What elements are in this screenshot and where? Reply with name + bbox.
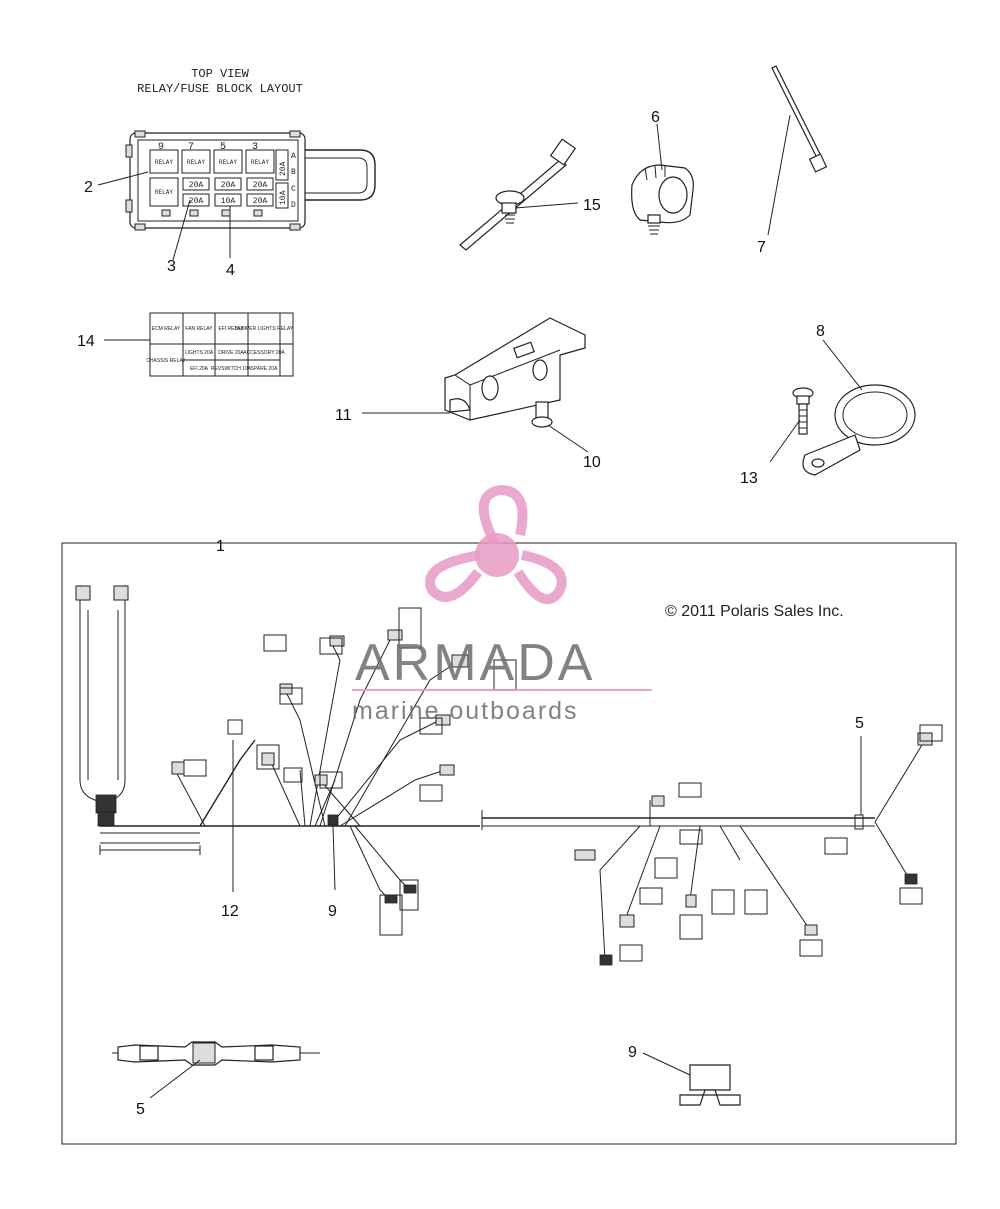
block-number-3: 3 [252, 142, 258, 153]
part-13-bolt [792, 387, 814, 435]
block-number-9: 9 [158, 142, 164, 153]
part-6-clip [631, 164, 694, 235]
callout-8: 8 [816, 323, 825, 340]
callout-4: 4 [226, 262, 235, 279]
side-letter-d: D [291, 201, 296, 210]
card-cell: SPARE 20A [251, 366, 279, 372]
part-8-clamp [802, 384, 916, 476]
callout-2: 2 [84, 179, 93, 196]
fuse-label: 20A [253, 197, 268, 206]
callout-1: 1 [216, 538, 225, 555]
callout-6: 6 [651, 109, 660, 126]
title-line-1: TOP VIEW [191, 67, 249, 81]
card-cell: LIGHTS 20A [185, 350, 214, 356]
watermark-tagline: marine outboards [352, 697, 579, 725]
callout-13: 13 [740, 470, 758, 487]
fuse-label: 10A [221, 197, 236, 206]
block-number-7: 7 [188, 142, 194, 153]
part-7-cable-tie [771, 65, 828, 173]
side-letter-b: B [291, 168, 296, 177]
relay-fuse-block: 9 7 5 3 RELAY RELAY RELAY RELAY RELAY 20… [125, 130, 376, 231]
side-fuse-label: 10A [279, 190, 288, 205]
callout-7: 7 [757, 239, 766, 256]
part-11-bracket [444, 317, 586, 421]
relay-label-card: ECM RELAY FAN RELAY EFI RELAY BUMPER LIG… [146, 312, 294, 377]
part-10-push-rivet [531, 401, 553, 428]
relay-label: RELAY [155, 159, 173, 166]
card-cell: EFI RELAY [218, 326, 244, 332]
relay-label: RELAY [251, 159, 269, 166]
card-cell: REVSWITCH 10A [211, 366, 252, 372]
callout-5-detail: 5 [136, 1101, 145, 1118]
fuse-label: 20A [253, 181, 268, 190]
propeller-logo-icon [425, 484, 567, 605]
callout-9-detail: 9 [628, 1044, 637, 1061]
harness-left-branch [75, 585, 480, 844]
card-cell: FAN RELAY [185, 326, 213, 332]
copyright-notice: © 2011 Polaris Sales Inc. [665, 603, 844, 620]
title-line-2: RELAY/FUSE BLOCK LAYOUT [137, 82, 303, 96]
card-cell: EFI 20A [190, 366, 209, 372]
callout-3: 3 [167, 258, 176, 275]
callout-15: 15 [583, 197, 601, 214]
relay-label: RELAY [155, 189, 173, 196]
connector-tables [183, 607, 943, 962]
callout-11: 11 [335, 407, 352, 424]
callout-9-harness: 9 [328, 903, 337, 920]
watermark-brand: ARMADA [355, 634, 595, 692]
callout-12: 12 [221, 903, 239, 920]
card-cell: CHASSIS RELAY [146, 358, 186, 364]
fuse-label: 20A [189, 181, 204, 190]
fuse-label: 20A [189, 197, 204, 206]
side-fuse-label: 20A [279, 161, 288, 176]
callout-5-harness: 5 [855, 715, 864, 732]
card-cell: BUMPER LIGHTS RELAY [235, 326, 294, 332]
card-cell: ACCESSORY 20A [243, 350, 285, 356]
block-number-5: 5 [220, 142, 226, 153]
side-letter-c: C [291, 185, 296, 194]
dimension-lines [87, 650, 483, 855]
harness-right-trunk [482, 732, 933, 966]
part-5-fuse-holder [112, 1041, 320, 1066]
propeller-hub-icon [475, 533, 519, 577]
part-15-cable-tie [459, 138, 577, 251]
relay-label: RELAY [219, 159, 237, 166]
part-9-mount [679, 1064, 741, 1106]
callout-14: 14 [77, 333, 95, 350]
armada-watermark: ARMADA marine outboards [352, 484, 652, 725]
card-cell: DRIVE 20A [218, 350, 244, 356]
callout-10: 10 [583, 454, 601, 471]
fuse-label: 20A [221, 181, 236, 190]
relay-label: RELAY [187, 159, 205, 166]
side-letter-a: A [291, 152, 296, 161]
card-cell: ECM RELAY [152, 326, 181, 332]
